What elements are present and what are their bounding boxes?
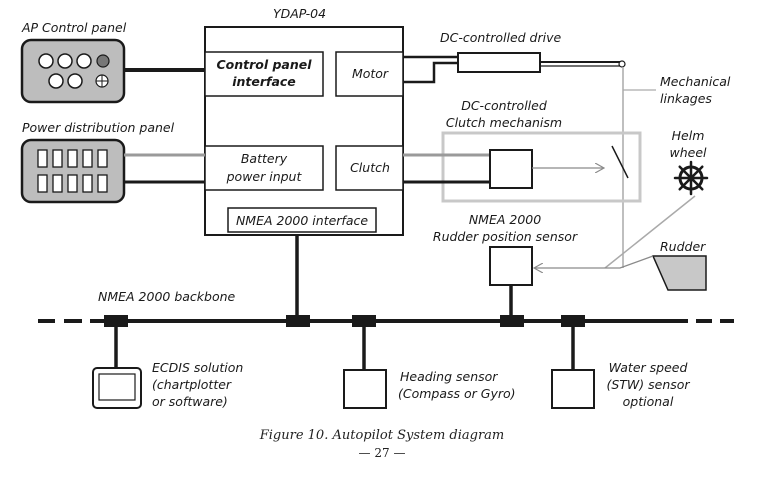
ecdis-line2: (chartplotter bbox=[152, 377, 232, 392]
drive-rod-end bbox=[618, 60, 626, 68]
helm-wheel-icon bbox=[673, 160, 709, 196]
panel-indicator-icon bbox=[96, 54, 110, 68]
clutch-label: Clutch bbox=[350, 160, 390, 175]
dc-drive-cylinder bbox=[457, 52, 541, 73]
panel-button-5-icon bbox=[67, 73, 83, 89]
ecdis-display-icon bbox=[92, 367, 142, 409]
battery-power-input-line1: Battery bbox=[241, 151, 288, 166]
tee-connector-water-speed bbox=[561, 315, 585, 327]
motor-cable bbox=[403, 61, 458, 84]
panel-button-1-icon bbox=[38, 53, 54, 69]
breaker-switches-icon bbox=[37, 149, 108, 193]
tee-connector-ydap bbox=[286, 315, 310, 327]
battery-power-input-box bbox=[204, 145, 324, 191]
nmea2000-interface-label: NMEA 2000 interface bbox=[236, 213, 368, 228]
panel-button-2-icon bbox=[57, 53, 73, 69]
ecdis-line1: ECDIS solution bbox=[152, 360, 243, 375]
rudder-position-sensor bbox=[489, 246, 533, 286]
water-speed-line3: optional bbox=[623, 394, 674, 409]
control-panel-interface-line2: interface bbox=[232, 74, 296, 89]
dc-clutch-label-line2: Clutch mechanism bbox=[446, 115, 562, 130]
ecdis-line3: or software) bbox=[152, 394, 228, 409]
power-distribution-panel bbox=[20, 138, 126, 204]
heading-sensor-line2: (Compass or Gyro) bbox=[398, 386, 516, 401]
clutch-actuator bbox=[489, 149, 533, 189]
rudder-label: Rudder bbox=[660, 239, 706, 254]
tee-connector-ecdis bbox=[104, 315, 128, 327]
page-number: — 27 — bbox=[359, 446, 406, 460]
water-speed-line1: Water speed bbox=[609, 360, 688, 375]
figure-caption: Figure 10. Autopilot System diagram bbox=[259, 428, 505, 443]
clutch-switch bbox=[611, 145, 629, 179]
clutch-box bbox=[335, 145, 404, 191]
device-title: YDAP-04 bbox=[273, 6, 326, 21]
rudder-shape bbox=[651, 255, 707, 291]
rudder-sensor-line2: Rudder position sensor bbox=[433, 229, 578, 244]
ap-control-panel-label: AP Control panel bbox=[21, 20, 127, 35]
helm-wheel-line2: wheel bbox=[670, 145, 708, 160]
dc-drive-label: DC-controlled drive bbox=[440, 30, 561, 45]
clutch-mechanism-frame bbox=[441, 131, 642, 203]
motor-box bbox=[335, 51, 404, 97]
panel-button-4-icon bbox=[48, 73, 64, 89]
power-distribution-panel-label: Power distribution panel bbox=[22, 120, 175, 135]
panel-button-3-icon bbox=[76, 53, 92, 69]
tee-connector-heading bbox=[352, 315, 376, 327]
control-panel-interface-box bbox=[204, 51, 324, 97]
nmea2000-interface-box bbox=[227, 207, 377, 233]
water-speed-line2: (STW) sensor bbox=[606, 377, 690, 392]
control-panel-interface-line1: Control panel bbox=[216, 57, 312, 72]
dc-clutch-label-line1: DC-controlled bbox=[461, 98, 547, 113]
heading-sensor-line1: Heading sensor bbox=[400, 369, 498, 384]
water-speed-sensor-box bbox=[551, 369, 595, 409]
ap-control-panel bbox=[20, 38, 126, 104]
tee-connector-rudder bbox=[500, 315, 524, 327]
motor-label: Motor bbox=[352, 66, 389, 81]
heading-sensor-box bbox=[343, 369, 387, 409]
nmea-backbone-label: NMEA 2000 backbone bbox=[98, 289, 236, 304]
rudder-feedback-arrow bbox=[535, 255, 654, 268]
rudder-sensor-line1: NMEA 2000 bbox=[469, 212, 541, 227]
mechanical-linkages-line1: Mechanical bbox=[660, 74, 731, 89]
helm-wheel-line1: Helm bbox=[672, 128, 705, 143]
panel-knob-icon bbox=[95, 74, 109, 88]
battery-power-input-line2: power input bbox=[226, 169, 303, 184]
helm-linkage bbox=[604, 195, 696, 269]
mechanical-linkages-line2: linkages bbox=[660, 91, 712, 106]
